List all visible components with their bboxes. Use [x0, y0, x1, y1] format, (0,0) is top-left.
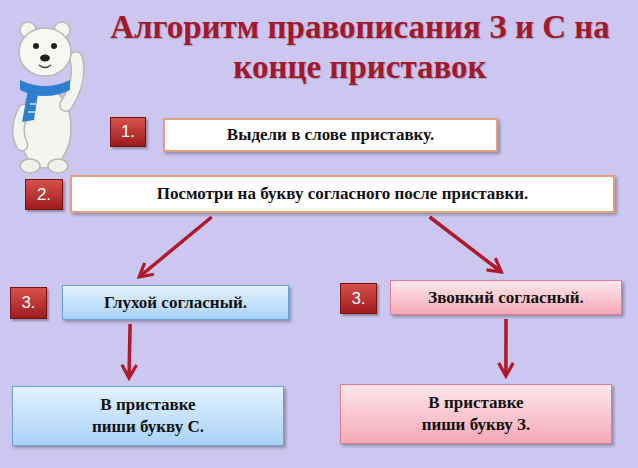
- step-number: 2.: [25, 179, 63, 210]
- node-text: 3.: [351, 289, 365, 309]
- node-text: В приставке пиши букву С.: [80, 394, 216, 438]
- arrow-connector: [430, 217, 502, 272]
- node-text: 3.: [21, 293, 35, 313]
- node-text: 1.: [121, 122, 135, 142]
- condition-box: Звонкий согласный.: [390, 280, 622, 315]
- result-box: В приставке пиши букву З.: [340, 384, 612, 444]
- step-number: 1.: [110, 117, 146, 147]
- step-box: Посмотри на букву согласного после прист…: [70, 175, 615, 213]
- step-number: 3.: [10, 287, 47, 319]
- arrow-connector: [504, 319, 508, 376]
- condition-box: Глухой согласный.: [62, 285, 289, 320]
- node-text: Звонкий согласный.: [428, 288, 584, 308]
- diagram-title: Алгоритм правописания З и С на конце при…: [80, 8, 638, 87]
- step-number: 3.: [340, 283, 377, 314]
- node-text: Посмотри на букву согласного после прист…: [157, 184, 529, 204]
- polar-bear: [18, 22, 77, 173]
- node-text: В приставке пиши букву З.: [408, 392, 544, 436]
- arrow-connector: [139, 217, 212, 277]
- node-text: 2.: [37, 185, 51, 205]
- node-text: Глухой согласный.: [104, 293, 247, 313]
- result-box: В приставке пиши букву С.: [12, 386, 284, 446]
- step-box: Выдели в слове приставку.: [163, 118, 498, 152]
- arrow-connector: [129, 324, 130, 378]
- node-text: Выдели в слове приставку.: [227, 125, 434, 145]
